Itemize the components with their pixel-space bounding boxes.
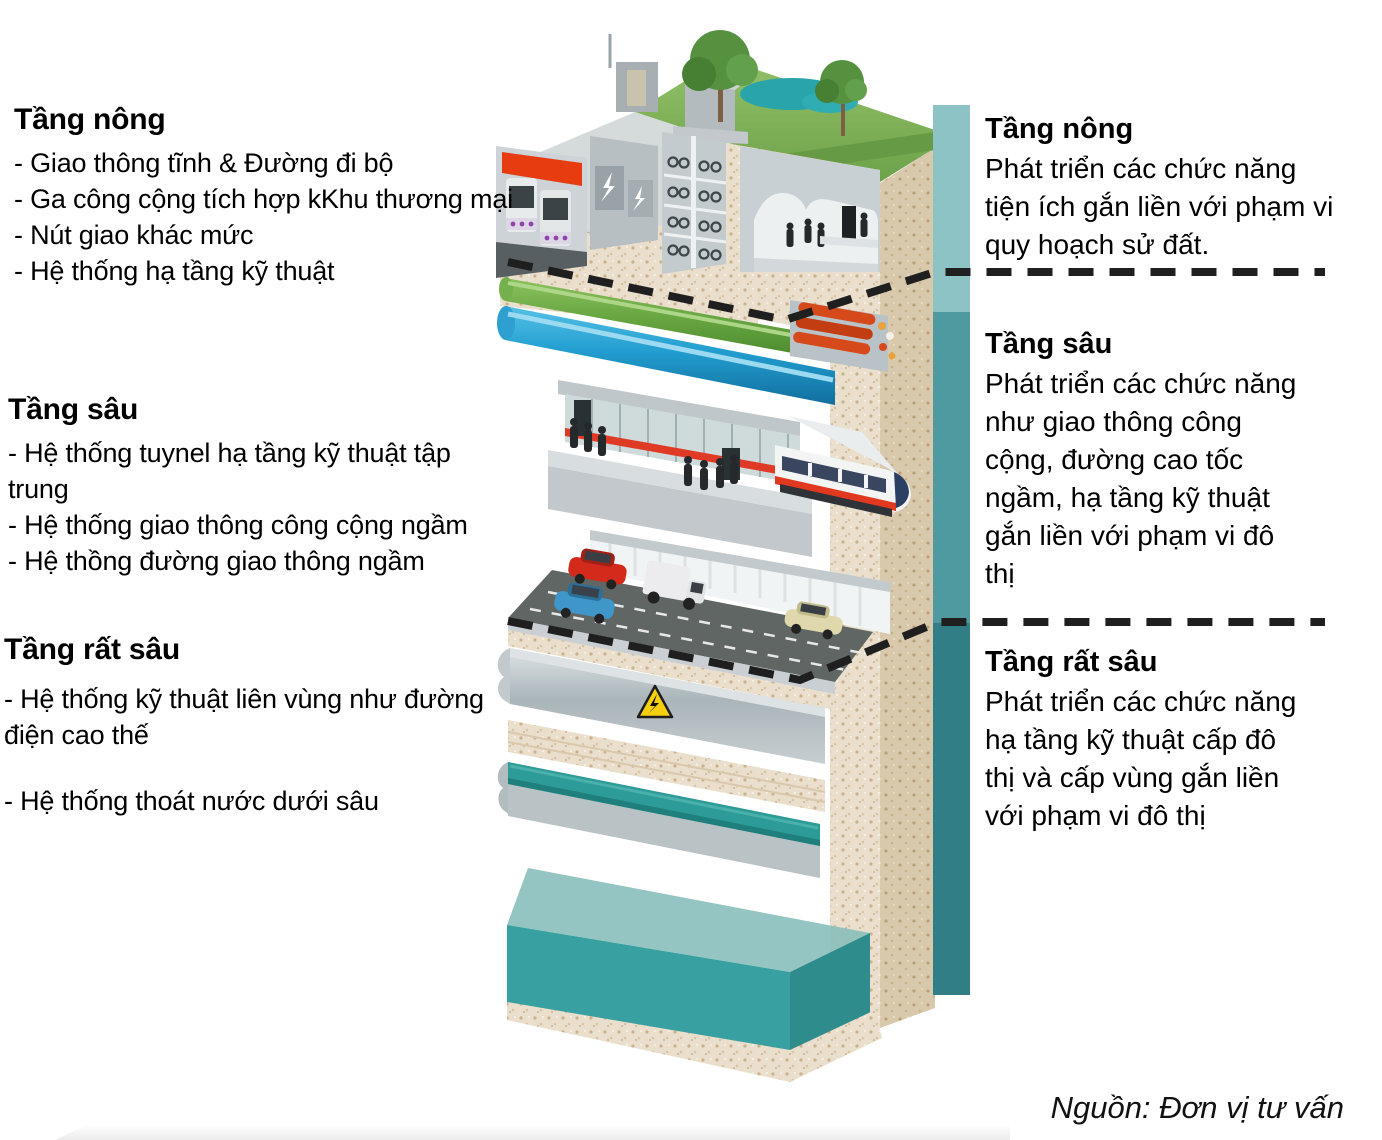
tree bbox=[815, 60, 867, 136]
list-item: - Hệ thống thoát nước dưới sâu bbox=[4, 786, 379, 816]
right-section-shallow: Tầng nông Phát triển các chức năng tiện … bbox=[985, 113, 1343, 264]
section-title: Tầng nông bbox=[985, 113, 1134, 145]
underground-cross-section-illustration bbox=[490, 20, 940, 1085]
shallow-layer bbox=[496, 132, 880, 342]
divider-deep-very-deep bbox=[507, 617, 1325, 685]
depth-bar-shallow bbox=[933, 105, 970, 312]
list-item: - Hệ thống hạ tầng kỹ thuật bbox=[14, 256, 335, 286]
depth-bar-deep bbox=[933, 312, 970, 623]
section-description: Phát triển các chức năng tiện ích gắn li… bbox=[985, 153, 1334, 260]
list-item: - Nút giao khác mức bbox=[14, 220, 254, 250]
right-section-deep: Tầng sâu Phát triển các chức năng như gi… bbox=[985, 328, 1305, 593]
blue-car bbox=[554, 582, 615, 624]
list-item: - Giao thông tĩnh & Đường đi bộ bbox=[14, 148, 394, 178]
passengers bbox=[570, 418, 738, 490]
list-item: - Hệ thống giao thông công cộng ngầm bbox=[8, 510, 468, 540]
section-title: Tầng rất sâu bbox=[985, 646, 1158, 678]
left-section-deep: Tầng sâu - Hệ thống tuynel hạ tầng kỹ th… bbox=[8, 393, 513, 579]
orange-cable-ducts bbox=[790, 300, 896, 372]
left-section-shallow: Tầng nông - Giao thông tĩnh & Đường đi b… bbox=[14, 103, 519, 289]
doorway bbox=[842, 206, 856, 240]
electric-substation bbox=[590, 136, 658, 250]
water-reservoir bbox=[507, 868, 882, 1082]
red-car bbox=[568, 548, 627, 590]
white-van bbox=[642, 560, 707, 610]
high-voltage-tunnel bbox=[510, 648, 825, 764]
transit-layer bbox=[548, 380, 911, 557]
deep-layer bbox=[497, 648, 826, 878]
right-section-very-deep: Tầng rất sâu Phát triển các chức năng hạ… bbox=[985, 646, 1305, 835]
lightning-icon bbox=[633, 186, 645, 211]
section-title: Tầng rất sâu bbox=[4, 633, 180, 666]
section-description: Phát triển các chức năng hạ tầng kỹ thuậ… bbox=[985, 686, 1297, 831]
pedestrian-tunnel bbox=[740, 146, 880, 272]
bus-terminal bbox=[496, 146, 587, 278]
section-title: Tầng nông bbox=[14, 103, 166, 136]
depth-bar-very-deep bbox=[933, 623, 970, 995]
tree bbox=[682, 30, 758, 122]
section-title: Tầng sâu bbox=[8, 393, 139, 426]
bottom-strip bbox=[55, 1126, 1010, 1140]
section-description: Phát triển các chức năng như giao thông … bbox=[985, 368, 1297, 589]
list-item: - Hệ thồng đường giao thông ngầm bbox=[8, 546, 425, 576]
utility-layer bbox=[497, 277, 896, 405]
list-item: - Hệ thống tuynel hạ tầng kỹ thuật tập t… bbox=[8, 438, 451, 504]
station-red-stripe bbox=[565, 428, 800, 478]
section-title: Tầng sâu bbox=[985, 328, 1113, 360]
divider-shallow-deep bbox=[507, 258, 1325, 325]
bicycle-parking bbox=[662, 132, 727, 274]
list-item: - Ga công cộng tích hợp kKhu thương mại bbox=[14, 184, 513, 214]
beige-car bbox=[784, 601, 843, 640]
left-section-very-deep: Tầng rất sâu - Hệ thống kỹ thuật liên vù… bbox=[4, 633, 509, 819]
high-voltage-warning-sign bbox=[636, 684, 674, 719]
source-note: Nguồn: Đơn vị tư vấn bbox=[1050, 1090, 1344, 1125]
list-item: - Hệ thống kỹ thuật liên vùng như đường … bbox=[4, 684, 484, 750]
lightning-icon bbox=[601, 172, 615, 202]
metro-train bbox=[775, 416, 911, 517]
